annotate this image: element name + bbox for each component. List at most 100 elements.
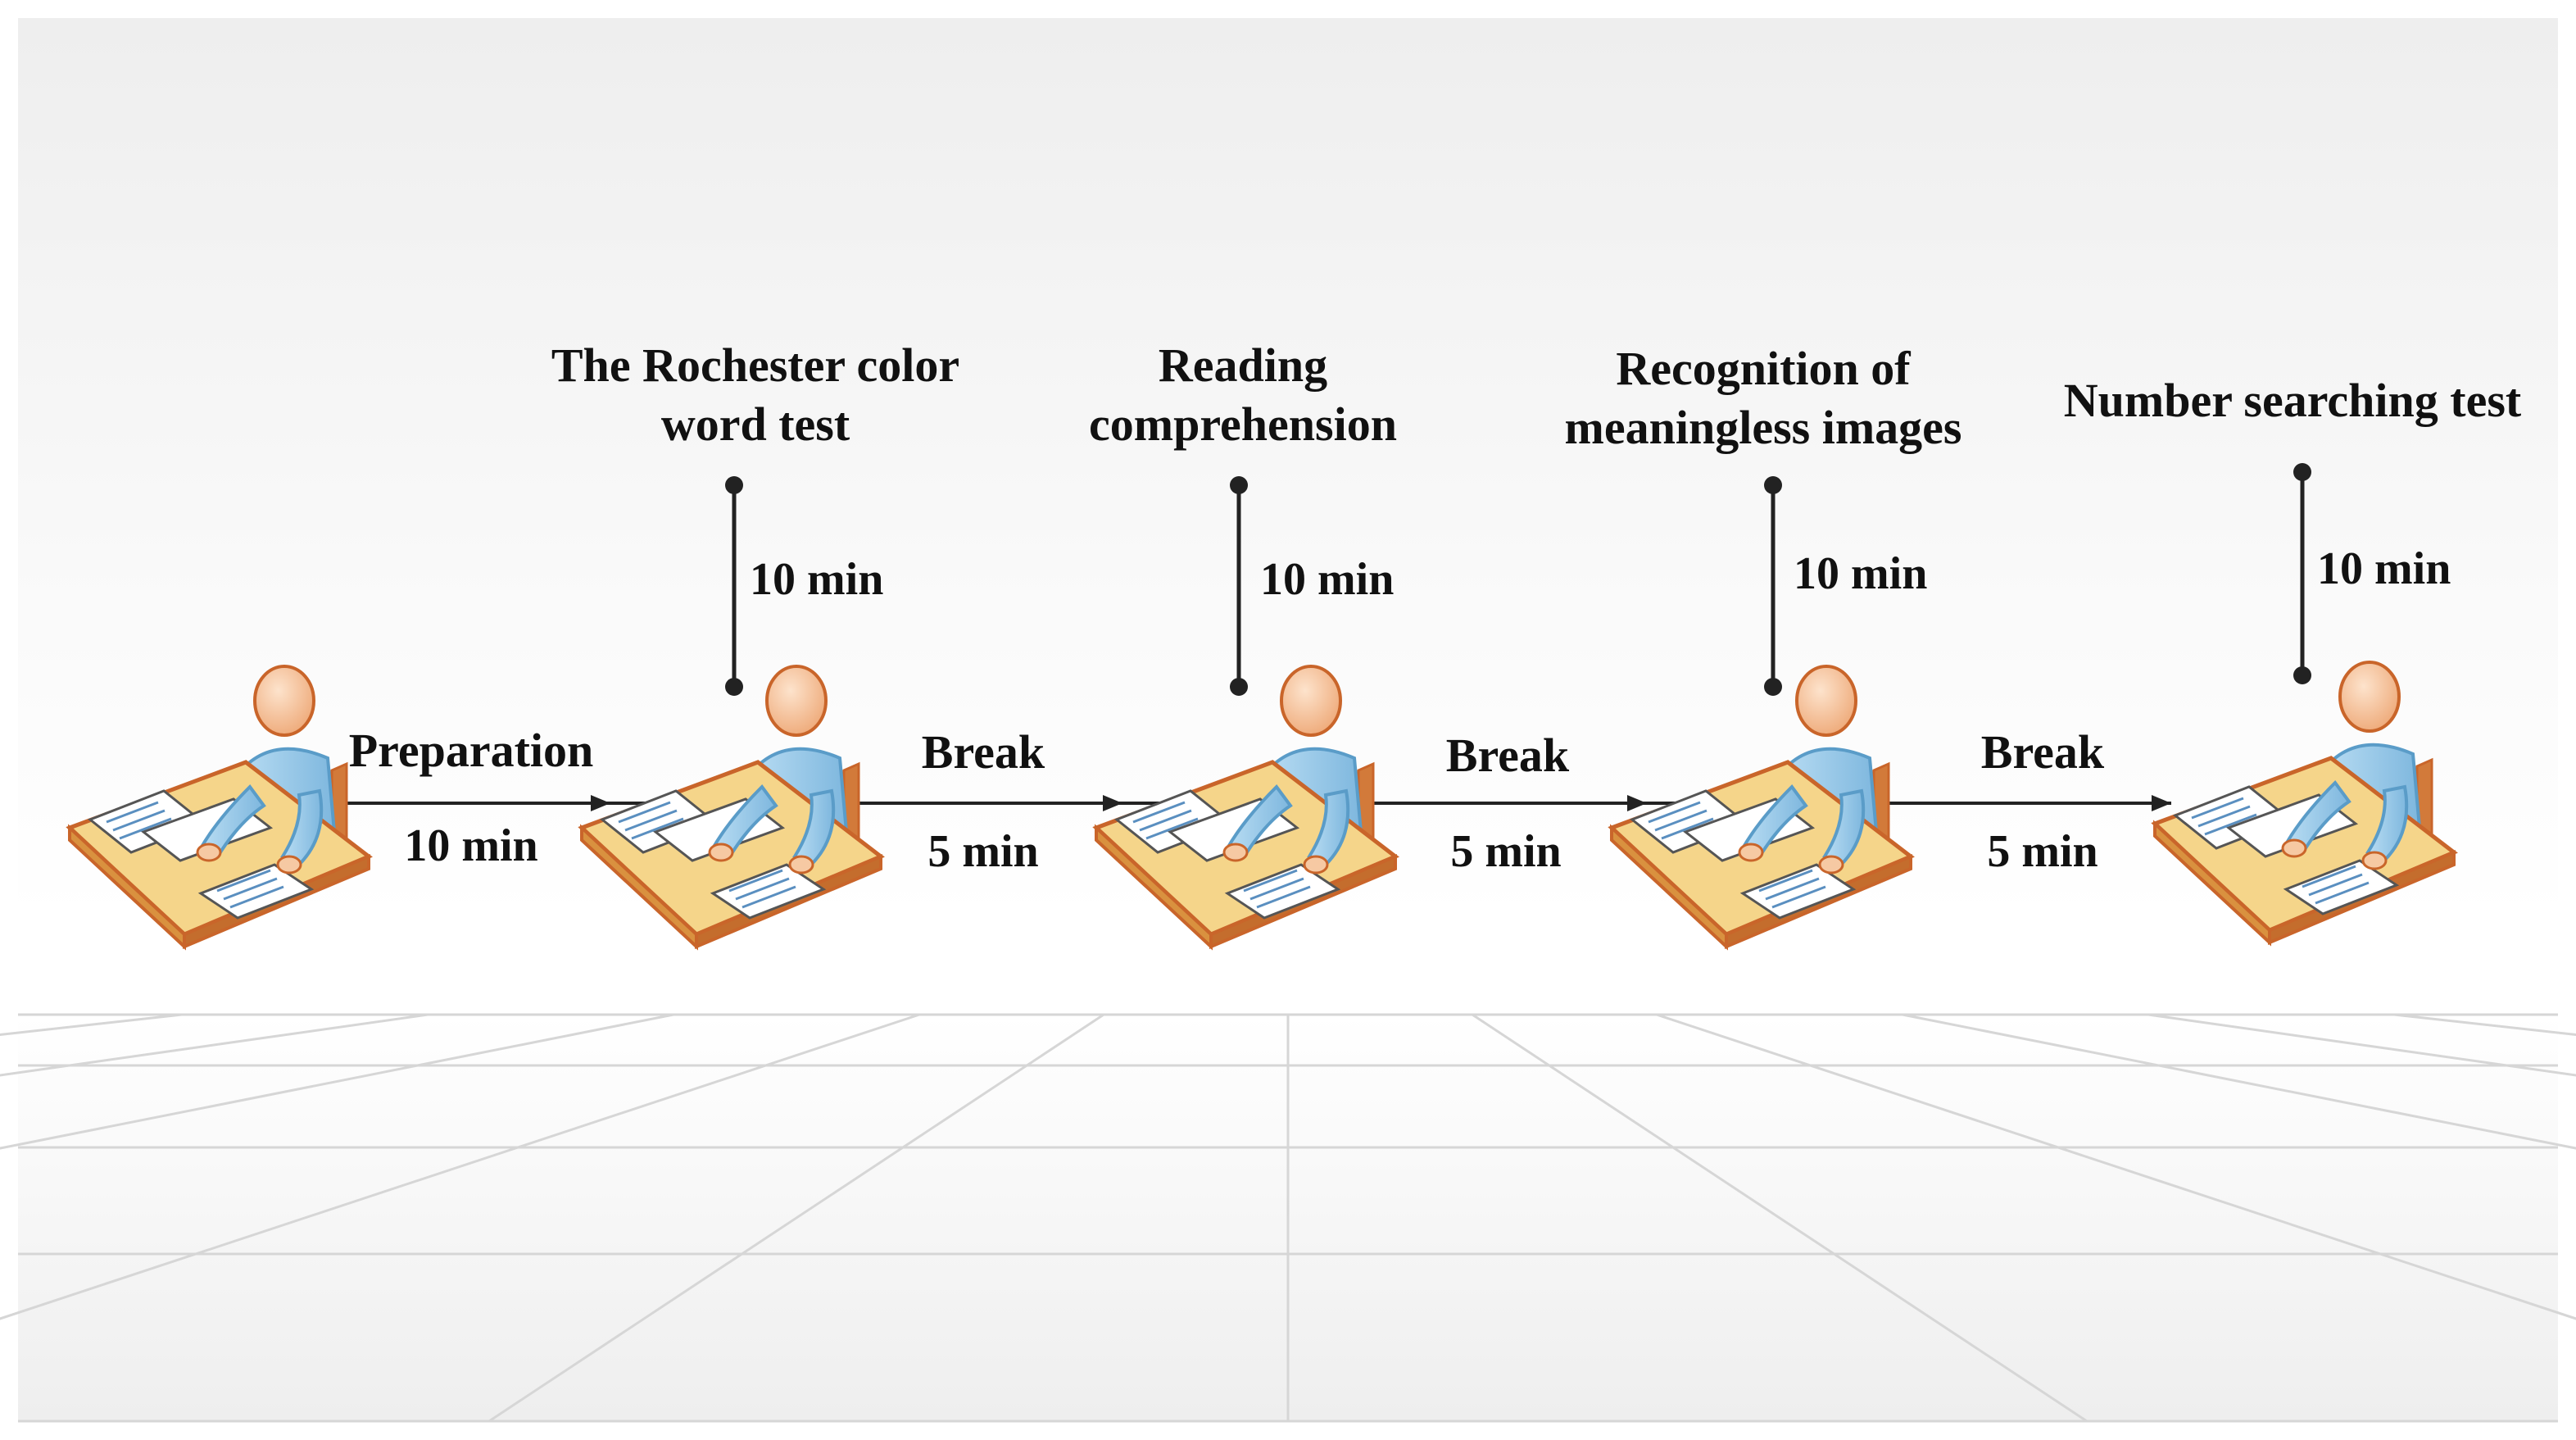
transition-duration: 10 min (404, 820, 537, 871)
paper-text-line (1243, 869, 1298, 893)
transition-label: Preparation (349, 724, 594, 777)
task-number-search: Number searching test 10 min (2064, 374, 2522, 594)
transition-duration: 5 min (927, 826, 1038, 877)
task-label-line: meaningless images (1565, 401, 1962, 454)
person-head (1280, 665, 1342, 737)
task-duration: 10 min (2317, 543, 2451, 594)
task-markers: The Rochester color word test 10 min Rea… (551, 338, 2522, 696)
task-marker (2293, 463, 2311, 684)
paper-text-line (631, 817, 684, 840)
floor-grid-line (0, 1013, 920, 1320)
transition-label: Break (1446, 729, 1570, 782)
paper-text-line (2191, 797, 2244, 820)
paper-sheet (1224, 863, 1341, 920)
task-recognition: Recognition of meaningless images 10 min (1565, 342, 1962, 599)
paper-text-line (119, 817, 172, 840)
paper-text-line (216, 869, 271, 893)
paper-text-line (2315, 881, 2370, 905)
paper-text-line (2302, 865, 2356, 888)
task-label-line: Recognition of (1616, 342, 1911, 395)
person-head (765, 665, 828, 737)
paper-sheet (2283, 859, 2400, 915)
paper-sheet (710, 863, 827, 920)
task-label-line: word test (661, 397, 850, 451)
paper-text-line (223, 877, 278, 901)
person-hand (1222, 843, 1249, 862)
floor-grid-line (1472, 1013, 2088, 1423)
person-hand (708, 843, 734, 862)
paper-sheet (1739, 863, 1857, 920)
paper-text-line (2308, 873, 2363, 897)
transition-label: Break (1981, 725, 2105, 779)
timeline-arrowhead (2152, 795, 2171, 811)
transition-duration: 5 min (1987, 826, 2098, 877)
task-marker (725, 476, 743, 696)
person-at-desk-icon (66, 665, 373, 951)
paper-text-line (1145, 817, 1199, 840)
paper-text-line (2204, 813, 2257, 836)
paper-text-line (1765, 877, 1820, 901)
paper-text-line (106, 801, 159, 824)
paper-text-line (1758, 869, 1813, 893)
person-head (2338, 661, 2401, 733)
floor-grid (0, 1013, 2576, 1423)
person-at-desk-icon (578, 665, 885, 951)
paper-text-line (112, 809, 166, 832)
person-hand (788, 855, 814, 874)
person-hand (276, 855, 302, 874)
paper-text-line (735, 877, 790, 901)
person-head (1795, 665, 1857, 737)
paper-text-line (1139, 809, 1192, 832)
person-hand (1303, 855, 1329, 874)
paper-text-line (618, 801, 671, 824)
person-at-desk-icon (2151, 661, 2458, 947)
marker-dot (725, 476, 743, 494)
task-duration: 10 min (1794, 548, 1927, 599)
person-head (253, 665, 315, 737)
timeline-arrowhead (591, 795, 610, 811)
marker-dot (1230, 476, 1248, 494)
stations (66, 661, 2458, 951)
marker-dot (1764, 476, 1782, 494)
paper-text-line (742, 885, 796, 909)
floor-grid-line (0, 1013, 674, 1150)
marker-dot (1230, 678, 1248, 696)
paper-text-line (1661, 817, 1714, 840)
paper-text-line (1249, 877, 1304, 901)
marker-dot (2293, 666, 2311, 684)
task-rochester: The Rochester color word test 10 min (551, 338, 959, 605)
task-reading: Reading comprehension 10 min (1089, 338, 1397, 605)
person-hand (196, 843, 222, 862)
person-at-desk-icon (1608, 665, 1915, 951)
person-at-desk-icon (1092, 665, 1399, 951)
floor-grid-line (488, 1013, 1104, 1423)
transition-duration: 5 min (1450, 826, 1561, 877)
paper-text-line (1648, 801, 1701, 824)
paper-sheet (197, 863, 315, 920)
person-hand (1738, 843, 1764, 862)
task-marker (1764, 476, 1782, 696)
marker-dot (1764, 678, 1782, 696)
person-hand (1818, 855, 1844, 874)
person-hand (2281, 838, 2307, 858)
task-label-line: comprehension (1089, 397, 1397, 451)
task-duration: 10 min (750, 554, 883, 605)
task-marker (1230, 476, 1248, 696)
paper-text-line (624, 809, 678, 832)
floor-grid-line (1902, 1013, 2576, 1150)
task-label-line: The Rochester color (551, 338, 959, 392)
task-label-line: Number searching test (2064, 374, 2522, 427)
timeline-arrowhead (1103, 795, 1122, 811)
paper-text-line (229, 885, 284, 909)
paper-text-line (1132, 801, 1186, 824)
paper-text-line (1256, 885, 1311, 909)
marker-dot (2293, 463, 2311, 481)
timeline-arrowhead (1627, 795, 1647, 811)
task-duration: 10 min (1260, 554, 1394, 605)
transition-label: Break (922, 725, 1045, 779)
transition-labels: Preparation 10 min Break 5 min Break 5 m… (349, 724, 2105, 877)
person-hand (2361, 851, 2388, 870)
paper-text-line (2197, 805, 2251, 828)
task-label-line: Reading (1159, 338, 1327, 392)
